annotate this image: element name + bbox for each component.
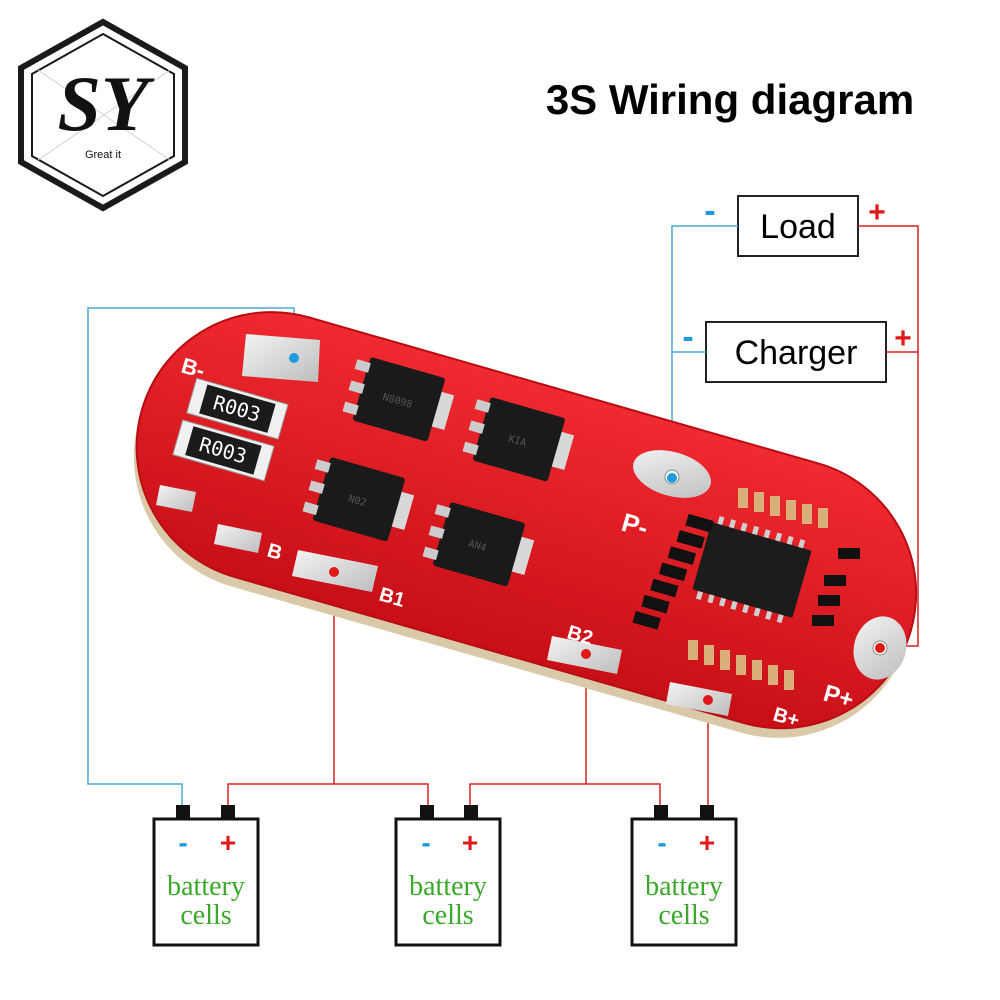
battery-cell-3: - + battery cells: [630, 805, 738, 947]
battery-3-plus: +: [699, 827, 715, 858]
svg-text:N02: N02: [347, 494, 367, 510]
load-label: Load: [760, 208, 836, 246]
load-plus-sign: +: [868, 196, 886, 229]
battery-1-line2: cells: [180, 900, 231, 931]
battery-1-plus: +: [220, 827, 236, 858]
battery-cell-1: - + battery cells: [152, 805, 260, 947]
logo-tagline: Great it: [85, 149, 121, 161]
load-box: Load - +: [704, 192, 886, 257]
battery-3-line1: battery: [645, 871, 723, 902]
svg-text:KIA: KIA: [507, 434, 527, 450]
protection-ic: [692, 515, 812, 624]
p-minus-contact-dot: [667, 473, 677, 483]
shunt-resistors: R003 R003: [172, 377, 289, 482]
b1-contact-dot: [329, 567, 339, 577]
b2-contact-dot: [581, 649, 591, 659]
battery-2-line2: cells: [422, 900, 473, 931]
charger-minus-sign: -: [682, 318, 693, 356]
battery-2-line1: battery: [409, 871, 487, 902]
battery-1-minus: -: [178, 827, 187, 858]
sy-logo: SY Great it: [18, 18, 188, 212]
battery-1-line1: battery: [167, 871, 245, 902]
battery-2-minus: -: [421, 827, 430, 858]
svg-text:AN4: AN4: [467, 539, 487, 555]
pad-label-b-minus: B: [265, 540, 285, 565]
battery-2-plus: +: [462, 827, 478, 858]
bms-board: R003 R003 N8098 KIA: [133, 311, 918, 738]
p-plus-contact-dot: [875, 643, 885, 653]
diagram-title: 3S Wiring diagram: [546, 76, 914, 123]
charger-box: Charger - +: [682, 318, 912, 383]
charger-label: Charger: [735, 334, 858, 372]
b-minus-contact-dot: [289, 353, 299, 363]
load-minus-sign: -: [704, 192, 715, 230]
battery-cell-2: - + battery cells: [394, 805, 502, 947]
b-plus-contact-dot: [703, 695, 713, 705]
smd-components: [632, 488, 860, 690]
battery-3-line2: cells: [658, 900, 709, 931]
charger-plus-sign: +: [894, 322, 912, 355]
battery-3-minus: -: [657, 827, 666, 858]
logo-letters: SY: [57, 60, 154, 147]
mosfet-chips: N8098 KIA N02 AN4: [302, 357, 575, 587]
